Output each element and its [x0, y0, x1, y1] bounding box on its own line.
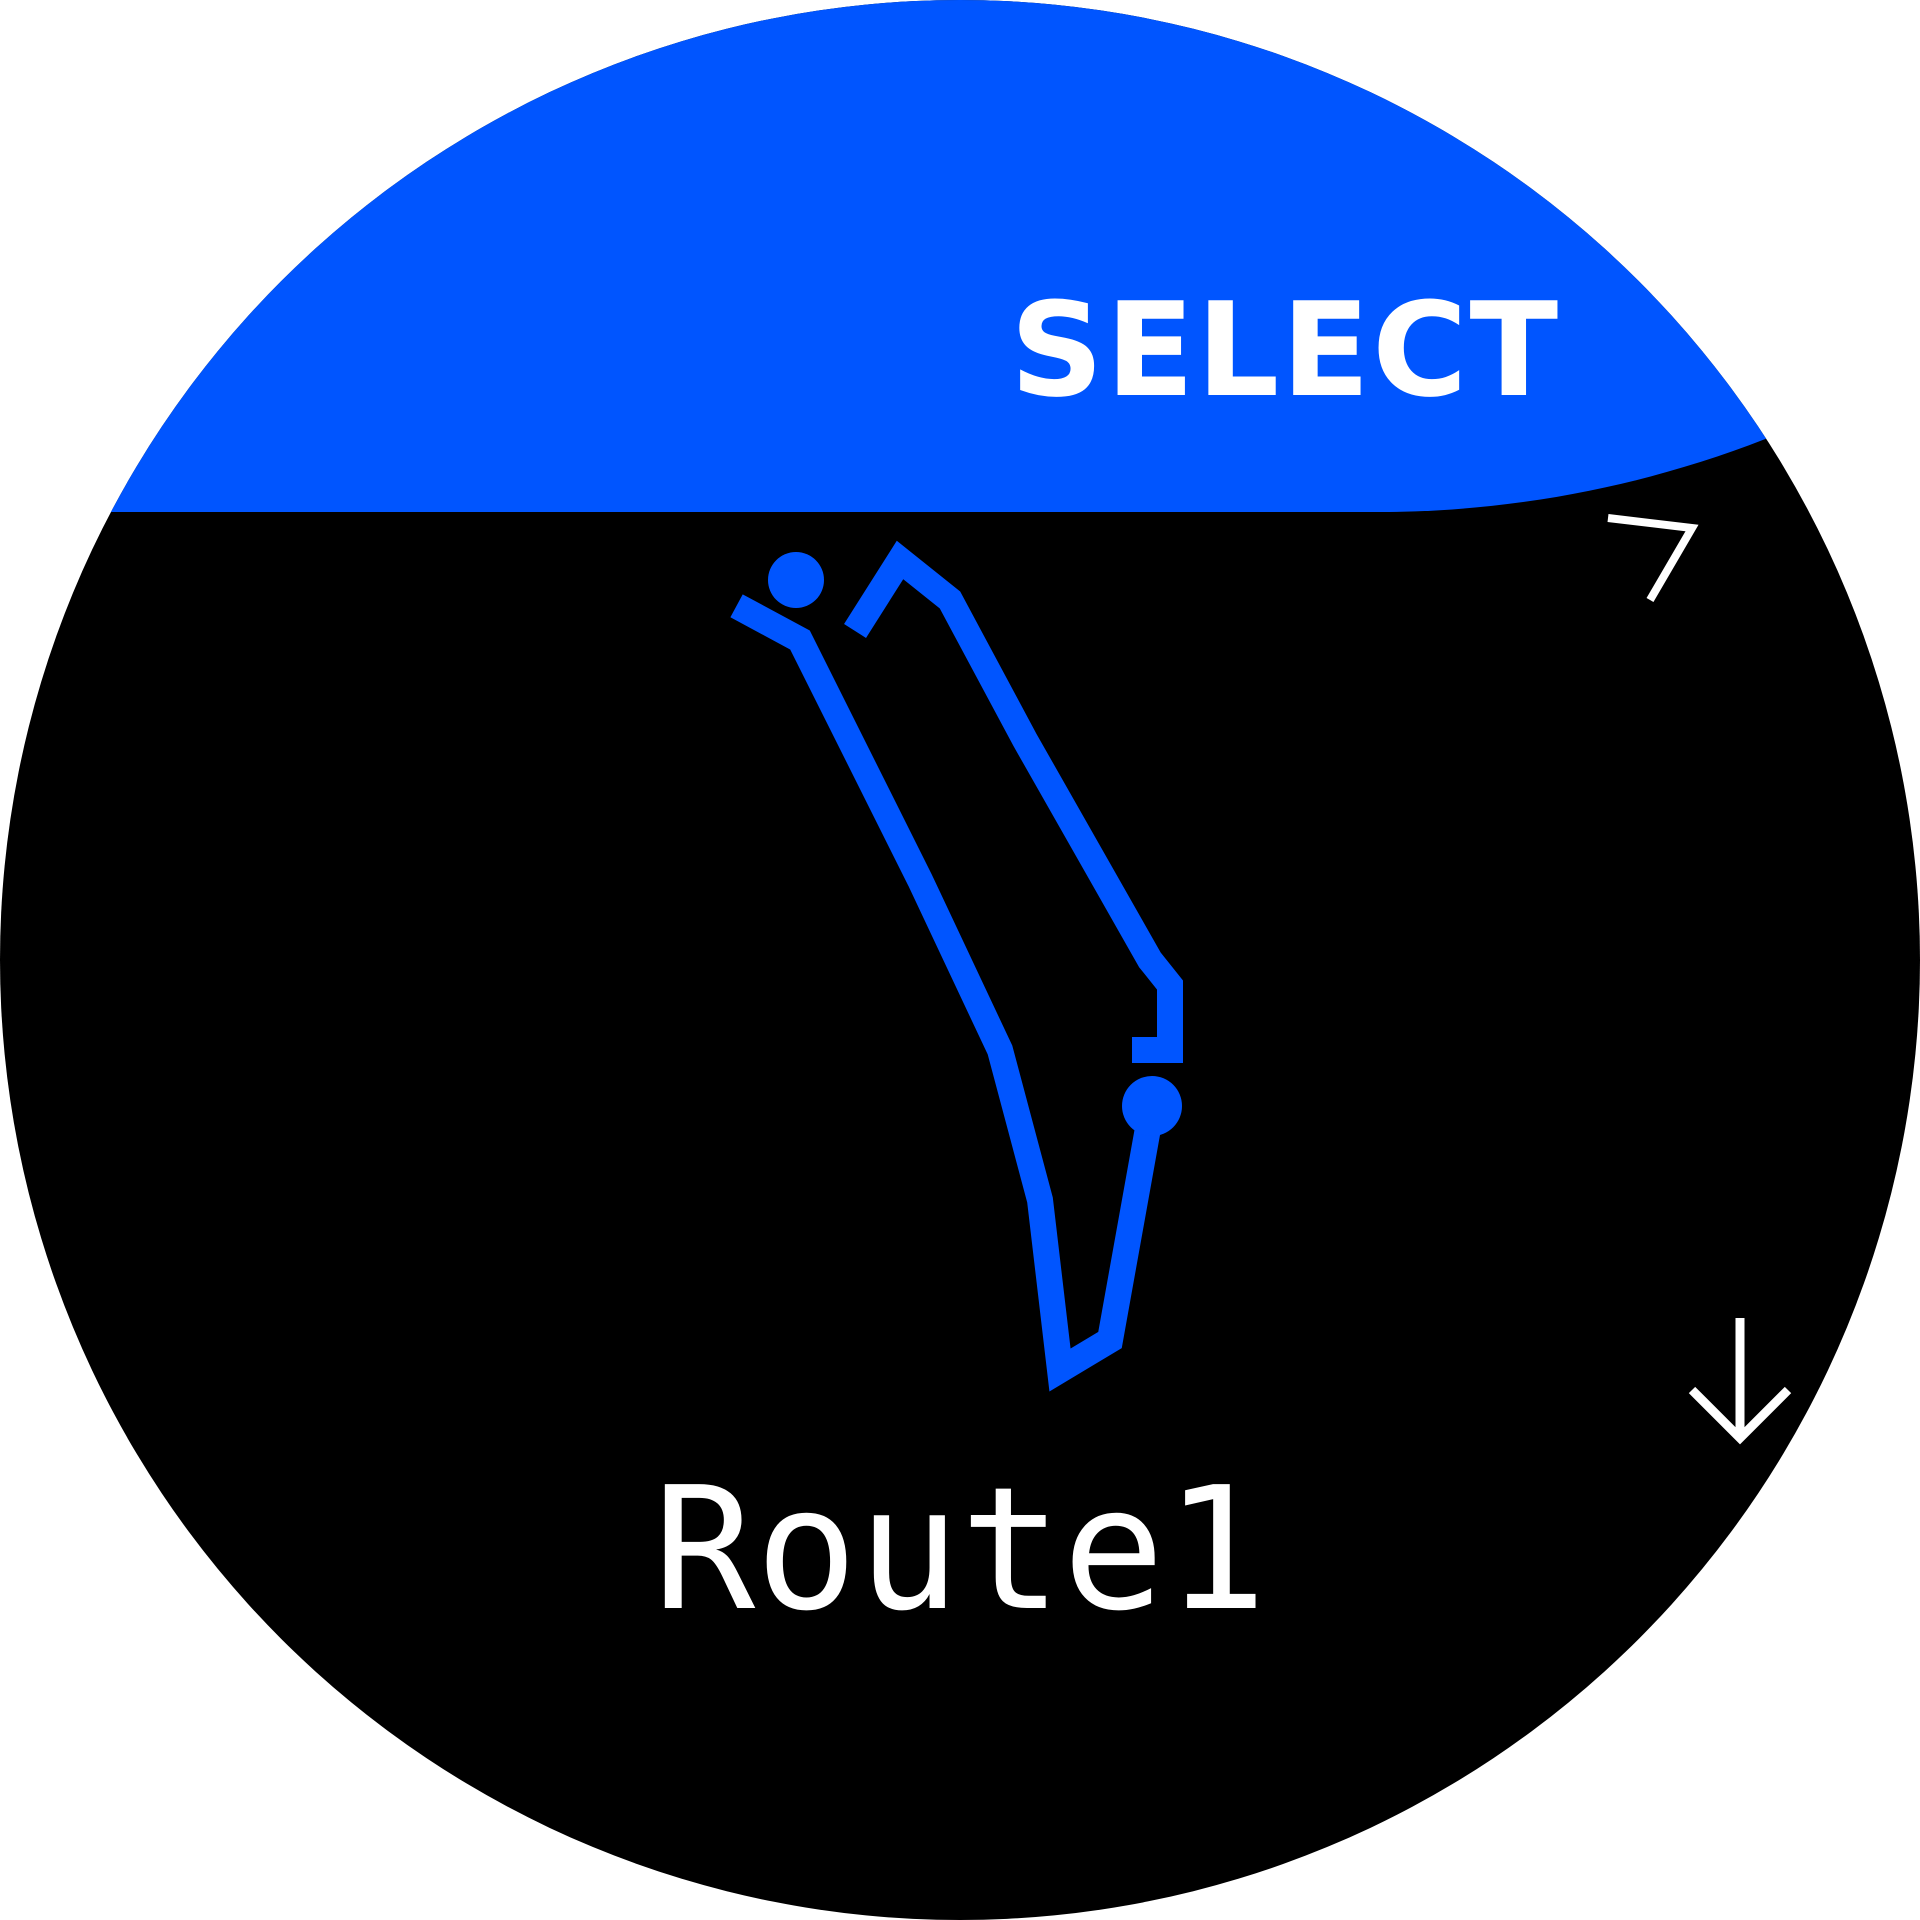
expand-arrow-icon[interactable] [1600, 500, 1700, 610]
arrow-down-icon[interactable] [1680, 1310, 1800, 1450]
route-name: Route1 [652, 1451, 1268, 1649]
select-label: SELECT [1010, 274, 1561, 426]
